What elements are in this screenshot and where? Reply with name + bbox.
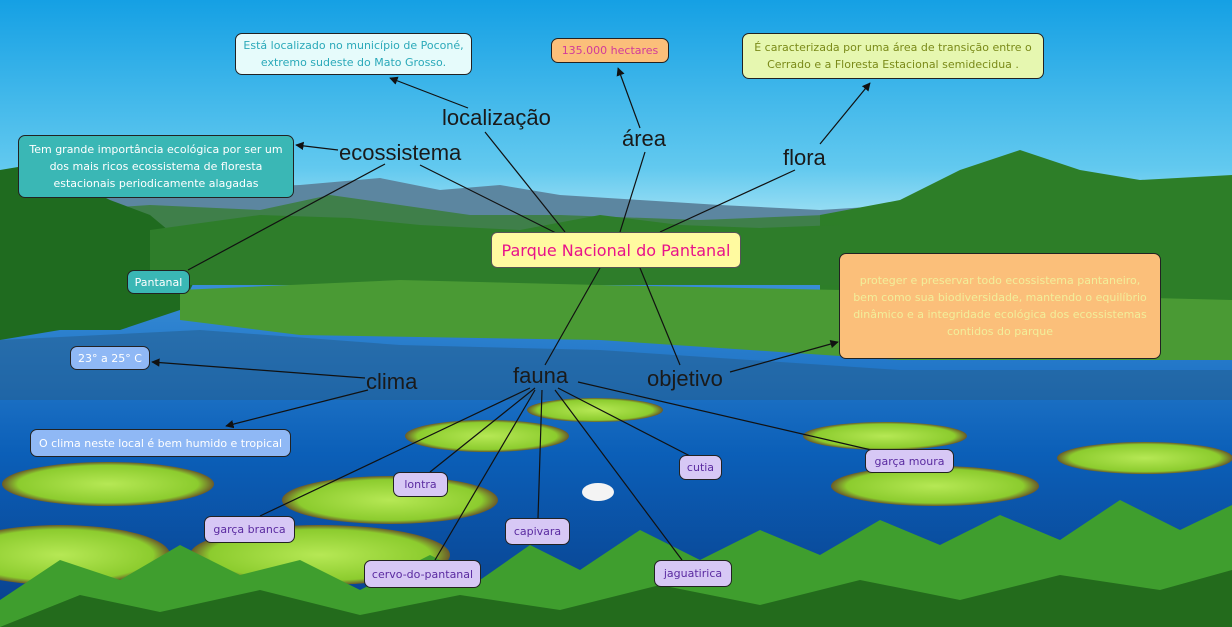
detail-clima-desc[interactable]: O clima neste local é bem humido e tropi… xyxy=(30,429,291,457)
detail-ecossistema[interactable]: Tem grande importância ecológica por ser… xyxy=(18,135,294,198)
concept-clima[interactable]: clima xyxy=(366,369,418,394)
fauna-garca-branca[interactable]: garça branca xyxy=(204,516,295,543)
lily-pad xyxy=(2,462,214,506)
fauna-cervo-do-pantanal[interactable]: cervo-do-pantanal xyxy=(364,560,481,588)
detail-area[interactable]: 135.000 hectares xyxy=(551,38,669,63)
concept-ecossistema[interactable]: ecossistema xyxy=(339,140,462,165)
concept-area[interactable]: área xyxy=(622,126,667,151)
lily-pad xyxy=(803,422,967,450)
reflection xyxy=(0,330,1232,400)
lily-pad xyxy=(527,398,663,422)
fauna-jaguatirica[interactable]: jaguatirica xyxy=(654,560,732,587)
detail-objetivo[interactable]: proteger e preservar todo ecossistema pa… xyxy=(839,253,1161,359)
central-concept[interactable]: Parque Nacional do Pantanal xyxy=(491,232,741,268)
white-flower xyxy=(582,483,614,501)
lily-pad xyxy=(282,476,498,524)
lily-pad xyxy=(831,466,1039,506)
detail-flora[interactable]: É caracterizada por uma área de transiçã… xyxy=(742,33,1044,79)
detail-pantanal[interactable]: Pantanal xyxy=(127,270,190,294)
concept-flora[interactable]: flora xyxy=(783,145,826,170)
fauna-garca-moura[interactable]: garça moura xyxy=(865,449,954,473)
fauna-cutia[interactable]: cutia xyxy=(679,455,722,480)
foreground-plants-dark xyxy=(0,570,1232,627)
lily-pad xyxy=(1057,442,1232,474)
fauna-lontra[interactable]: lontra xyxy=(393,472,448,497)
concept-localizacao[interactable]: localização xyxy=(442,105,551,130)
left-forest xyxy=(0,165,200,340)
concept-objetivo[interactable]: objetivo xyxy=(647,366,723,391)
fauna-capivara[interactable]: capivara xyxy=(505,518,570,545)
concept-fauna[interactable]: fauna xyxy=(513,363,569,388)
lily-pad xyxy=(0,525,170,585)
detail-clima-temp[interactable]: 23° a 25° C xyxy=(70,346,150,370)
detail-localizacao[interactable]: Está localizado no município de Poconé, … xyxy=(235,33,472,75)
lily-pad xyxy=(405,420,569,452)
